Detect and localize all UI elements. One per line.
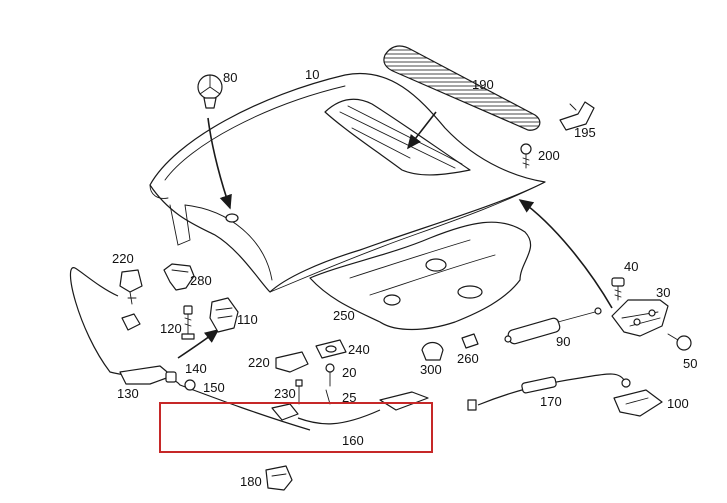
- clip-part: [559, 101, 595, 131]
- label-160: 160: [342, 433, 364, 448]
- label-280: 280: [190, 273, 212, 288]
- screw-20: [325, 363, 335, 387]
- label-30: 30: [656, 285, 670, 300]
- handle-bracket: [275, 351, 309, 373]
- gasket-240: [315, 339, 347, 359]
- support-bracket: [119, 269, 143, 305]
- grommet-part: [421, 341, 444, 361]
- clip-150: [184, 379, 196, 391]
- label-110: 110: [237, 312, 258, 327]
- bolt-part: [611, 277, 625, 301]
- bolt-part-3: [181, 305, 195, 340]
- bolt-part-2: [667, 333, 692, 351]
- label-100: 100: [667, 396, 689, 411]
- label-190: 190: [472, 77, 494, 92]
- release-cable-lower: [467, 373, 631, 411]
- label-40: 40: [624, 259, 638, 274]
- hood-insulation-mat: [309, 221, 532, 331]
- cowl-grille: [383, 45, 541, 131]
- clip-180: [265, 465, 293, 491]
- label-10: 10: [305, 67, 319, 82]
- bumper-stop: [461, 333, 479, 349]
- screw-25: [325, 389, 331, 405]
- hood-latch: [209, 297, 239, 333]
- label-250: 250: [333, 308, 355, 323]
- arrow-emblem: [207, 117, 232, 210]
- arrow-hinge: [518, 199, 613, 309]
- label-300: 300: [420, 362, 442, 377]
- label-220-top: 220: [112, 251, 134, 266]
- label-200: 200: [538, 148, 560, 163]
- gas-strut: [504, 307, 602, 345]
- label-240: 240: [348, 342, 370, 357]
- hood-hinge: [611, 299, 669, 337]
- label-170: 170: [540, 394, 562, 409]
- label-80: 80: [223, 70, 237, 85]
- star-emblem: [197, 74, 223, 109]
- label-220-bottom: 220: [248, 355, 270, 370]
- release-handle: [613, 389, 663, 417]
- bracket-part: [163, 263, 195, 291]
- clip-140: [165, 371, 177, 383]
- label-230: 230: [274, 386, 296, 401]
- label-260: 260: [457, 351, 479, 366]
- cable-part-160: [271, 391, 429, 425]
- label-90: 90: [556, 334, 570, 349]
- hood-panel: [149, 72, 546, 293]
- label-120: 120: [160, 321, 182, 336]
- label-180: 180: [240, 474, 262, 489]
- release-cable: [69, 267, 311, 431]
- screw-part: [520, 143, 532, 169]
- bolt-230: [295, 379, 303, 405]
- label-140: 140: [185, 361, 207, 376]
- label-130: 130: [117, 386, 139, 401]
- label-150: 150: [203, 380, 225, 395]
- label-50: 50: [683, 356, 697, 371]
- label-195: 195: [574, 125, 596, 140]
- label-20: 20: [342, 365, 356, 380]
- label-25: 25: [342, 390, 356, 405]
- arrow-grille: [407, 111, 437, 150]
- highlight-box: [159, 402, 433, 453]
- arrow-lock: [177, 329, 220, 359]
